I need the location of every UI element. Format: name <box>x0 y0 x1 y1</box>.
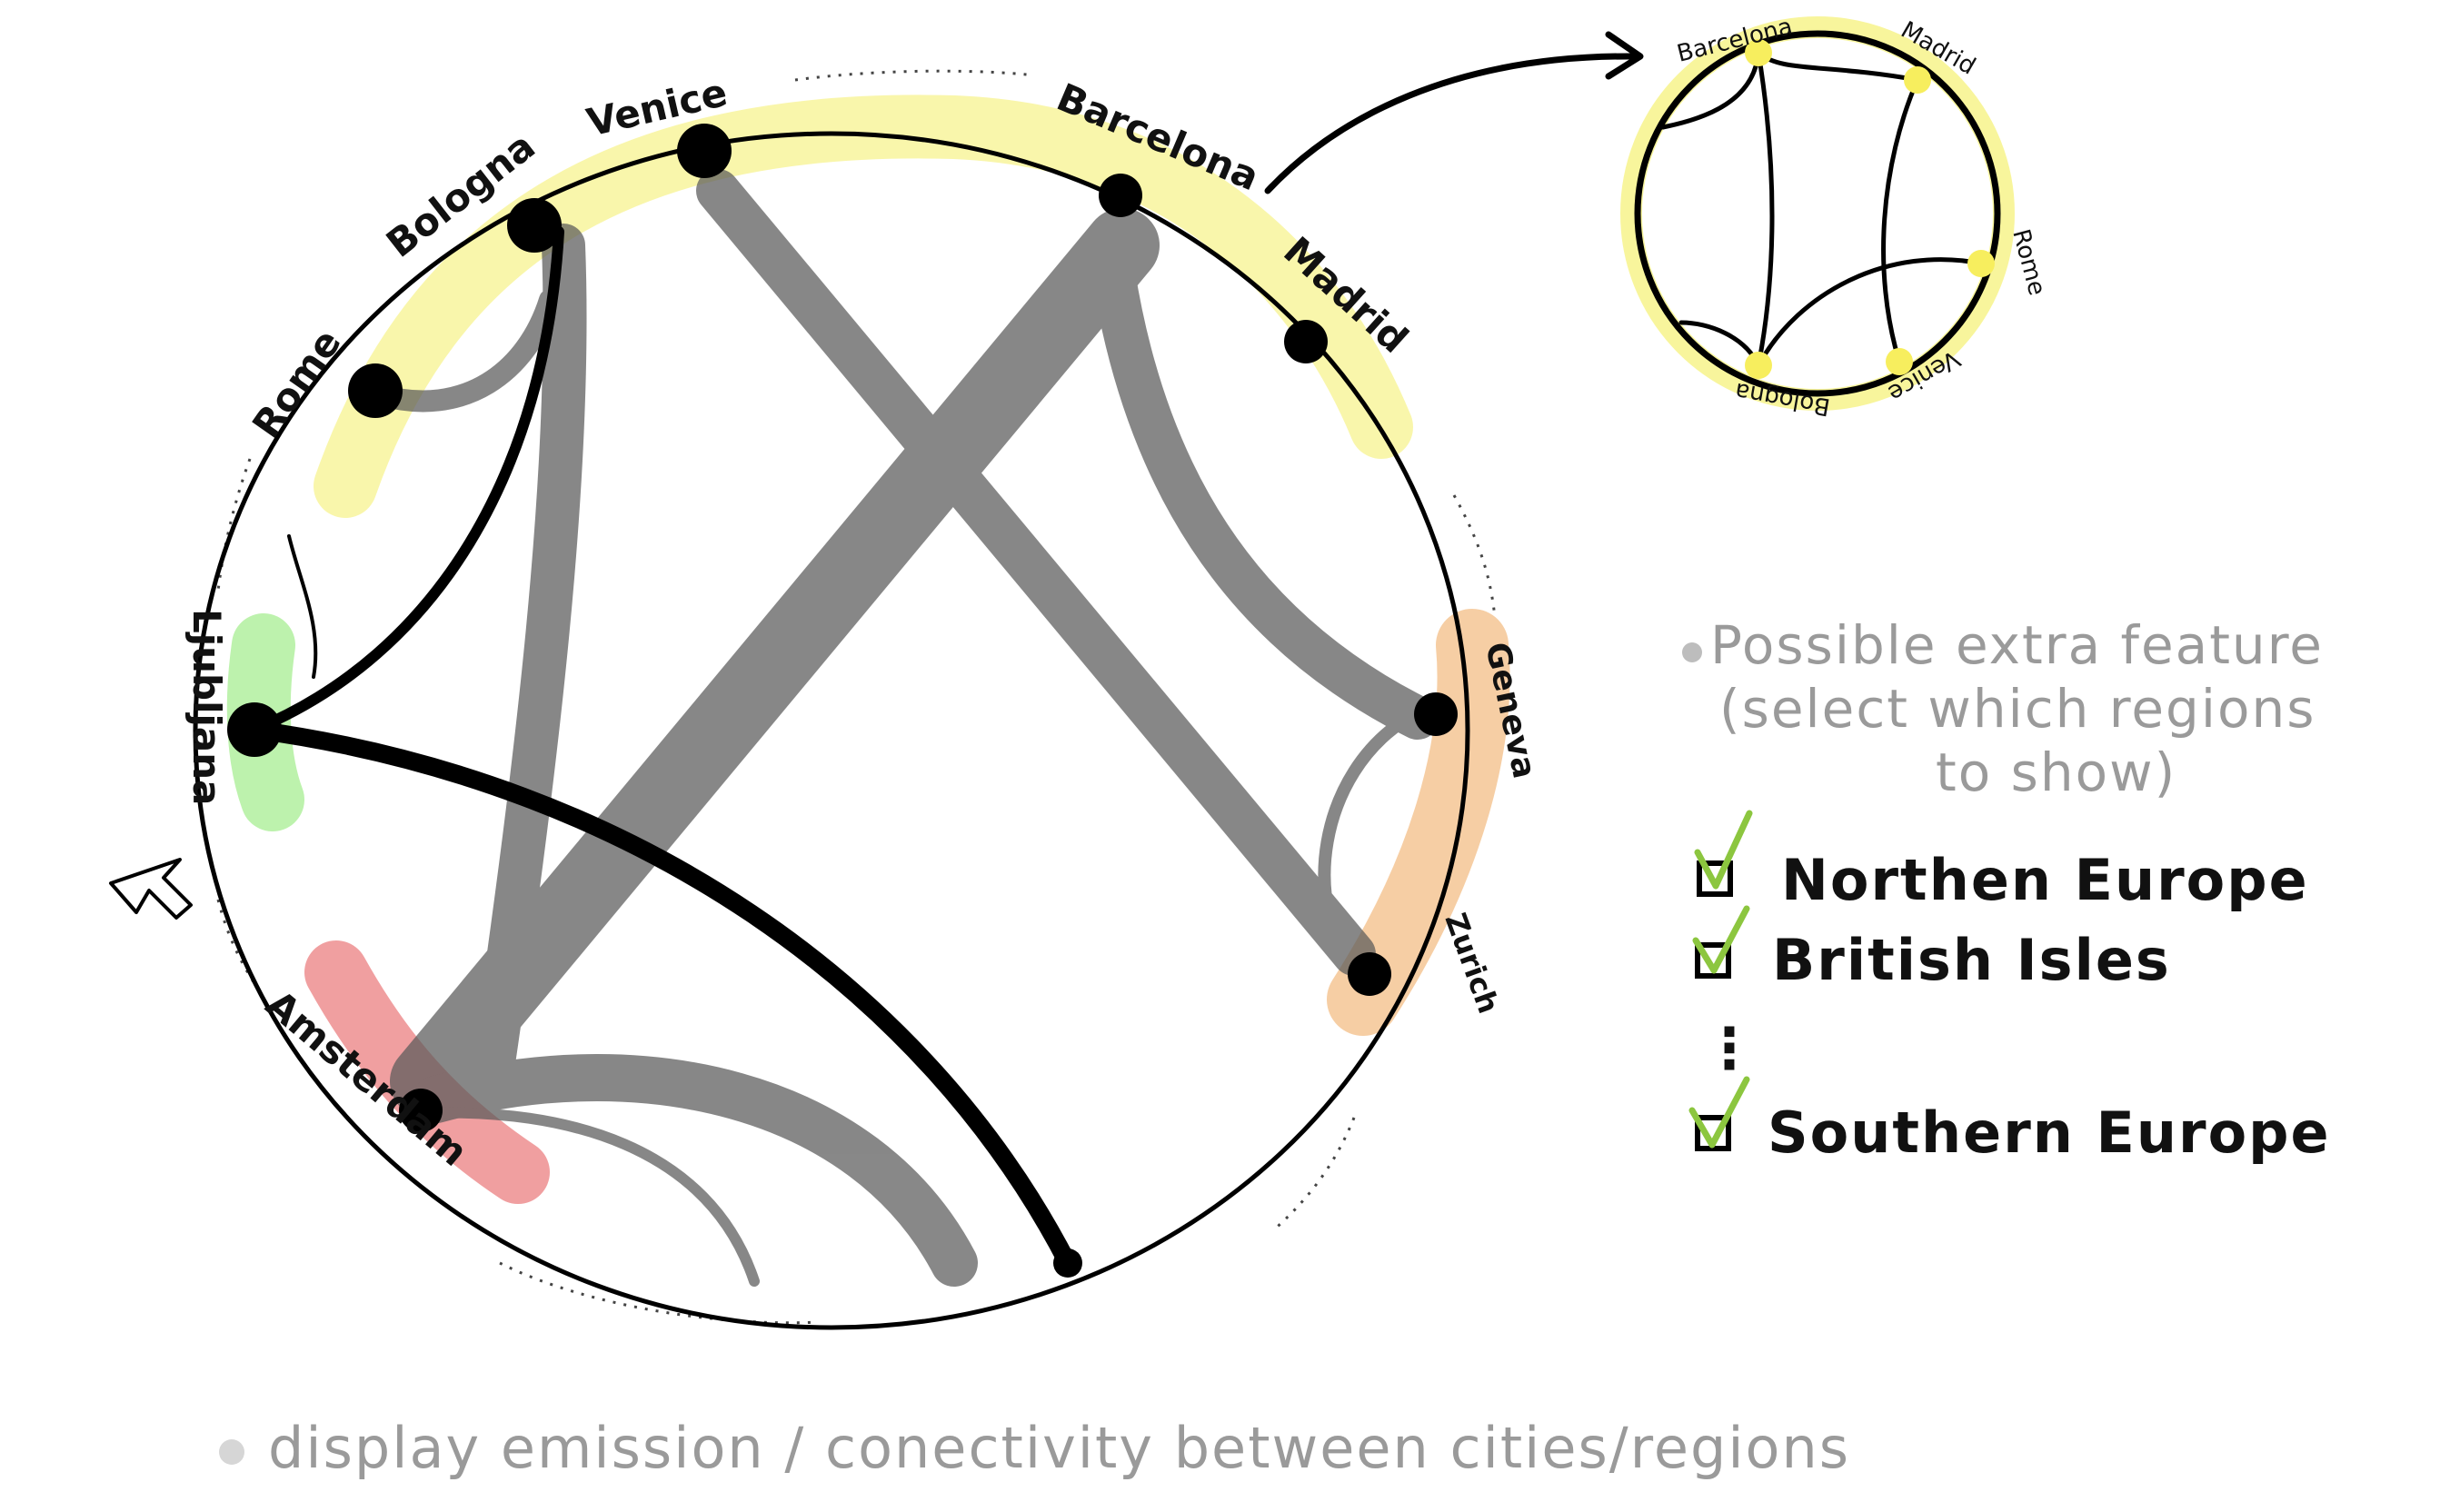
region-option-british-isles[interactable]: British Isles <box>1692 905 2171 993</box>
bullet-icon <box>1682 642 1702 662</box>
mini-node-bologna <box>1745 352 1772 379</box>
city-nodes <box>227 124 1458 1278</box>
mini-node-rome <box>1967 250 1995 277</box>
region-label: Northen Europe <box>1781 847 2309 913</box>
node-rome[interactable] <box>348 363 403 418</box>
flow-chords <box>371 169 1439 1287</box>
mini-node-madrid <box>1904 66 1931 94</box>
checkbox[interactable] <box>1695 942 1731 979</box>
mini-label-rome: Rome <box>2007 226 2050 298</box>
ellipsis: ⋮ <box>1701 1015 1759 1081</box>
pointer-cursor-icon <box>109 858 193 920</box>
checkmark-icon <box>1694 810 1753 890</box>
node-geneva[interactable] <box>1414 692 1458 736</box>
chord-ljubljana-bologna <box>249 226 564 735</box>
chord-venice-zurich <box>696 169 1376 976</box>
mini-node-venice <box>1886 348 1913 375</box>
note-line-2: (select which regions <box>1719 678 2316 740</box>
region-label: British Isles <box>1772 927 2171 993</box>
node-ljubljana[interactable] <box>227 702 282 757</box>
region-checklist: Northen Europe British Isles ⋮ Southern … <box>1688 810 2331 1166</box>
mini-node-barcelona <box>1745 39 1772 66</box>
chord-amsterdam-south <box>413 1054 978 1287</box>
label-ljubljana: Ljubljana <box>184 609 229 806</box>
bottom-note-text: display emission / conectivity between c… <box>268 1415 1850 1481</box>
region-option-northen-europe[interactable]: Northen Europe <box>1694 810 2309 913</box>
node-bologna[interactable] <box>507 198 562 253</box>
mini-label-barcelona: Barcelona <box>1674 13 1795 67</box>
note-line-1: Possible extra feature <box>1710 614 2324 676</box>
extra-feature-note: Possible extra feature (select which reg… <box>1682 614 2324 803</box>
node-south-end <box>1053 1248 1082 1278</box>
chord-geneva-zurich <box>1318 711 1415 979</box>
chord-amsterdam-south-thin <box>422 1107 760 1287</box>
chord-ljubljana-south <box>245 721 1077 1272</box>
node-venice[interactable] <box>677 124 732 178</box>
chord-barcelona-geneva <box>1091 251 1439 740</box>
ljubljana-chords <box>245 226 1077 1272</box>
region-option-southern-europe[interactable]: Southern Europe <box>1688 1076 2331 1166</box>
arrowhead-icon <box>1605 31 1644 80</box>
node-madrid[interactable] <box>1284 320 1328 363</box>
mini-circle <box>1634 30 2001 397</box>
mini-label-bologna: Bologna <box>1733 377 1832 421</box>
chord-bologna-amsterdam <box>469 224 587 1103</box>
bullet-icon <box>219 1439 244 1465</box>
node-amsterdam[interactable] <box>399 1089 443 1132</box>
node-barcelona[interactable] <box>1099 174 1142 217</box>
checkmark-icon <box>1692 905 1750 974</box>
chord-barcelona-amsterdam <box>390 208 1160 1119</box>
checkmark-icon <box>1688 1076 1750 1149</box>
label-zurich: Zurich <box>1438 909 1506 1019</box>
southern-europe-highlight <box>314 94 1413 518</box>
node-zurich[interactable] <box>1348 952 1391 996</box>
zoom-arrow <box>1264 53 1639 194</box>
mini-highlight-ring <box>1620 16 2015 411</box>
note-line-3: to show) <box>1936 741 2176 803</box>
bottom-note: display emission / conectivity between c… <box>219 1415 1850 1481</box>
region-label: Southern Europe <box>1768 1099 2331 1166</box>
chord-ljubljana-rome <box>287 534 318 679</box>
checkbox[interactable] <box>1697 860 1733 897</box>
label-rome: Rome <box>244 321 350 445</box>
chord-rome-bologna <box>371 289 561 413</box>
checkbox[interactable] <box>1695 1115 1731 1151</box>
mini-diagram: Barcelona Madrid Rome Venice Bologna <box>1620 13 2050 421</box>
chord-circle <box>193 131 1470 1330</box>
swiss-highlight <box>1327 609 1510 1036</box>
